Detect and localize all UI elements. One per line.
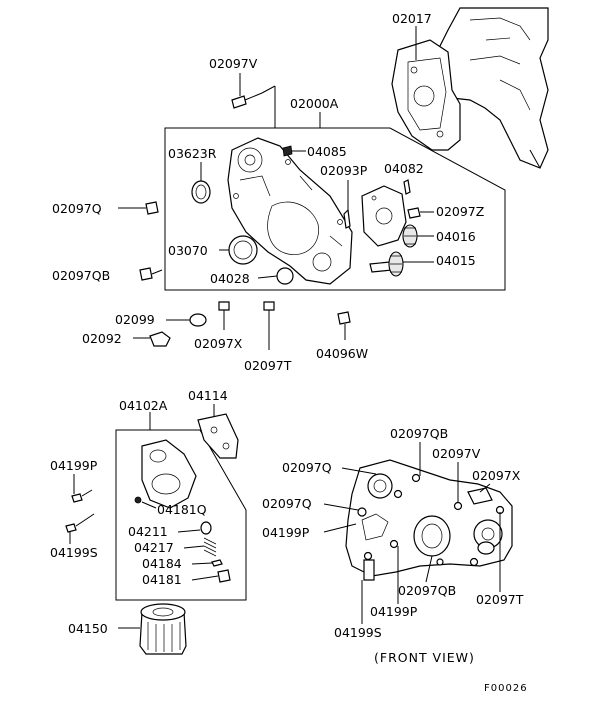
bolt-04199P	[71, 489, 93, 503]
label-04096W: 04096W	[316, 346, 368, 361]
label-04181Q: 04181Q	[157, 502, 207, 517]
bolt-04096W	[337, 311, 351, 340]
bolt-02097X	[218, 301, 230, 330]
label-04217: 04217	[134, 540, 174, 555]
gasket-04114-drawing	[197, 413, 239, 459]
label-04184: 04184	[142, 556, 182, 571]
figure-code: F00026	[484, 683, 528, 694]
bolt-02097T	[263, 301, 275, 350]
engine-block-drawing	[391, 7, 549, 169]
label-04085: 04085	[307, 144, 347, 159]
label-02099: 02099	[115, 312, 155, 327]
label-04199P: 04199P	[50, 458, 98, 473]
washer-04184	[211, 559, 223, 567]
gear-04015	[369, 251, 404, 277]
label-03623R: 03623R	[168, 146, 217, 161]
label-fv-02097X: 02097X	[472, 468, 521, 483]
pin-04082	[403, 179, 411, 195]
front-view-caption: (FRONT VIEW)	[374, 650, 475, 665]
label-fv-04199S: 04199S	[334, 625, 382, 640]
plunger-04211	[200, 521, 212, 535]
bolt-02097V-top	[231, 92, 263, 109]
label-04211: 04211	[128, 524, 168, 539]
filter-bracket-drawing	[141, 439, 197, 509]
label-04015: 04015	[436, 253, 476, 268]
front-case-drawing	[227, 137, 353, 285]
label-fv-02097QB-top: 02097QB	[390, 426, 448, 441]
label-03070: 03070	[168, 243, 208, 258]
label-02097T: 02097T	[244, 358, 292, 373]
label-02000A: 02000A	[290, 96, 339, 111]
label-fv-04199P-bottom: 04199P	[370, 604, 418, 619]
pump-plate-drawing	[361, 185, 407, 247]
label-02097X: 02097X	[194, 336, 243, 351]
pin-02093P	[343, 208, 351, 229]
label-04102A: 04102A	[119, 398, 168, 413]
oil-filter-04150	[139, 603, 187, 655]
label-fv-02097Q-top: 02097Q	[282, 460, 332, 475]
oil-seal-03623R	[191, 180, 211, 204]
bolt-02097Z	[407, 207, 421, 219]
label-04114: 04114	[188, 388, 228, 403]
label-02093P: 02093P	[320, 163, 368, 178]
bolt-04199S	[65, 513, 95, 533]
front-view-case-drawing	[345, 459, 513, 581]
label-02092: 02092	[82, 331, 122, 346]
label-02097Z: 02097Z	[436, 204, 484, 219]
gear-04016	[402, 224, 418, 248]
label-fv-02097T: 02097T	[476, 592, 524, 607]
label-fv-04199P-left: 04199P	[262, 525, 310, 540]
label-04082: 04082	[384, 161, 424, 176]
plug-04181Q	[134, 496, 142, 504]
label-02097V-top: 02097V	[209, 56, 258, 71]
spring-04217	[203, 537, 217, 557]
plug-04181	[217, 569, 231, 583]
plug-02092	[149, 331, 171, 347]
label-04028: 04028	[210, 271, 250, 286]
bolt-02097QB-left	[139, 267, 163, 281]
label-fv-02097Q-mid: 02097Q	[262, 496, 312, 511]
gasket-02099	[189, 313, 207, 327]
label-04016: 04016	[436, 229, 476, 244]
label-04199S: 04199S	[50, 545, 98, 560]
label-04150: 04150	[68, 621, 108, 636]
label-02017: 02017	[392, 11, 432, 26]
o-ring-04028	[276, 267, 294, 285]
label-fv-02097V: 02097V	[432, 446, 481, 461]
label-fv-02097QB-bottom: 02097QB	[398, 583, 456, 598]
label-02097Q-left: 02097Q	[52, 201, 102, 216]
label-04181: 04181	[142, 572, 182, 587]
label-02097QB-left: 02097QB	[52, 268, 110, 283]
oil-seal-03070	[228, 235, 258, 265]
plug-04085	[282, 145, 293, 157]
